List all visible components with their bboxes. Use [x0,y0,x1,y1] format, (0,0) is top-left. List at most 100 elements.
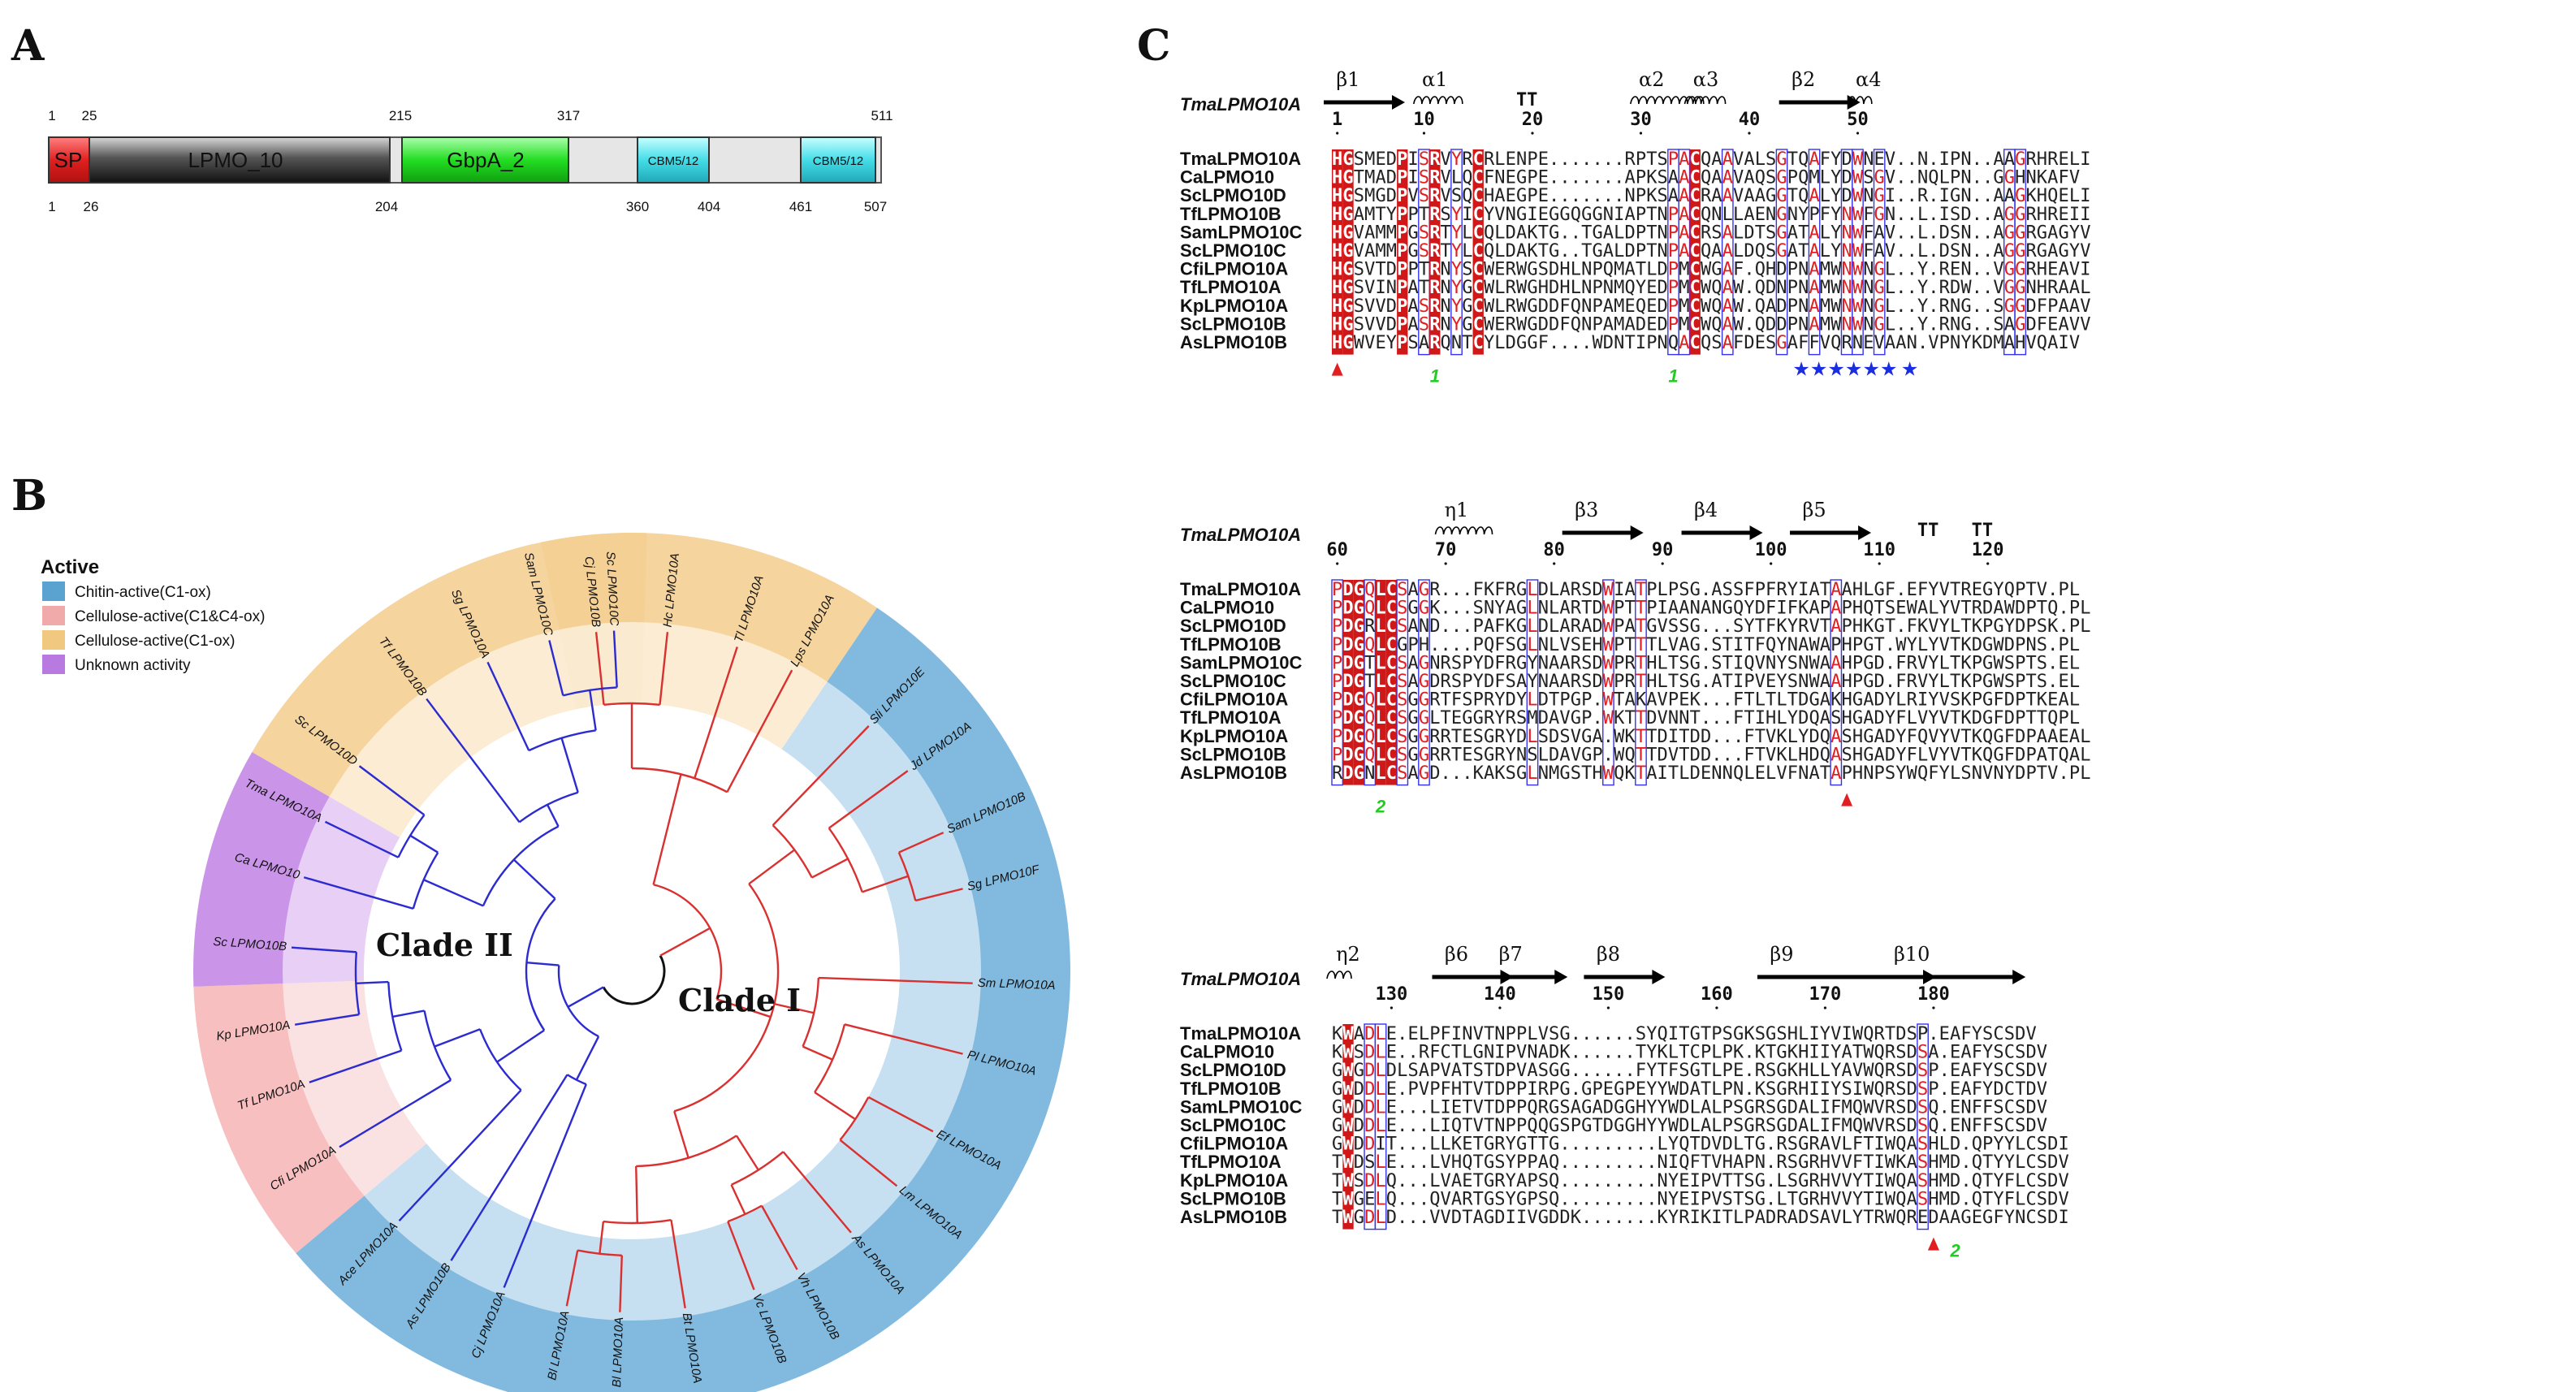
residue: S [2037,1152,2047,1173]
residue: V [1830,1135,1841,1155]
residue: L [1950,616,1960,637]
residue: D [1658,260,1668,280]
residue: I [1636,333,1646,353]
residue: Q [1917,727,1928,747]
residue: A [1646,763,1657,784]
residue: H [1538,278,1549,298]
residue: N [1711,205,1722,225]
residue: G [1798,1152,1809,1173]
residue: . [1625,1061,1636,1081]
residue: E [1603,1079,1614,1100]
residue: V [1928,333,1938,353]
residue: A [1484,763,1494,784]
residue: T [1646,745,1657,765]
residue: E [1386,1043,1397,1063]
residue: N [1386,278,1397,298]
residue: G [2004,241,2015,262]
residue: L [2015,1189,2025,1209]
ruler-dot [1856,132,1860,135]
residue: Y [1484,333,1494,353]
ruler-dot [1422,132,1426,135]
residue: . [1928,149,1938,170]
residue: D [1592,653,1602,673]
residue: K [1527,241,1538,262]
residue: F [1494,672,1505,692]
residue: D [1364,1024,1375,1044]
residue: T [1874,599,1885,619]
residue: Y [1993,1189,2003,1209]
residue: T [1646,727,1657,747]
residue: T [1462,1116,1472,1136]
residue: G [1354,708,1364,728]
residue: N [1658,1189,1668,1209]
residue: H [1332,149,1342,170]
residue: P [1506,1116,1516,1136]
residue: P [1592,745,1602,765]
residue: A [1408,580,1419,600]
residue: G [1527,333,1537,353]
residue: P [1506,1043,1516,1063]
residue: A [1603,241,1614,262]
residue: . [1451,635,1462,655]
residue: . [2059,599,2069,619]
residue: T [1874,635,1885,655]
residue: G [1690,1024,1701,1044]
residue: S [2037,1135,2047,1155]
residue: R [1776,1208,1787,1228]
residue: I [1874,1135,1885,1155]
residue: G [1419,690,1429,711]
residue: R [1917,186,1929,206]
residue: A [1701,1116,1711,1136]
residue: P [1516,1116,1527,1136]
residue: A [1830,653,1841,673]
sequence-name: SamLPMO10C [1180,652,1302,672]
residue: Y [1830,1043,1841,1063]
residue: L [1733,241,1744,262]
residue: V [1830,1152,1841,1173]
residue: A [1820,635,1830,655]
residue: W [1701,296,1712,317]
residue: T [1885,1024,1895,1044]
residue: I [1852,1079,1863,1100]
residue: P [1646,333,1657,353]
residue: R [2025,149,2037,170]
residue: T [1733,1171,1744,1191]
residue: Y [1506,1171,1516,1191]
residue: P [1397,186,1407,206]
sequence-name: TmaLPMO10A [1180,149,1301,169]
residue: L [1733,1135,1744,1155]
residue: . [1982,205,1993,225]
residue: W [1885,1135,1896,1155]
residue: K [1571,1208,1582,1228]
ruler-number: 60 [1326,540,1348,560]
residue: G [2015,278,2025,298]
residue: S [1538,1061,1549,1081]
residue: G [1462,278,1472,298]
residue: H [1928,1135,1938,1155]
residue: . [1559,333,1570,353]
residue: T [1646,241,1657,262]
residue: K [1429,599,1441,619]
residue: L [2069,635,2080,655]
residue: G [1462,314,1472,335]
residue: E [1494,260,1505,280]
residue: P [1982,616,1993,637]
residue: H [1798,1061,1809,1081]
residue: . [1571,1152,1581,1173]
sequence-name: CaLPMO10 [1180,598,1274,618]
residue: P [1950,168,1960,188]
residue: E [1755,763,1766,784]
residue: . [1895,223,1906,243]
residue: C [2004,1061,2015,1081]
residue: R [1809,1189,1820,1209]
residue: G [1397,635,1407,655]
residue: H [1766,260,1776,280]
residue: P [1516,1079,1527,1100]
residue: S [1863,168,1874,188]
residue: D [1386,186,1397,206]
residue: S [1895,1079,1906,1100]
residue: G [1516,763,1527,784]
residue: A [1874,727,1885,747]
residue: V [2037,1061,2047,1081]
residue: A [1549,653,1559,673]
